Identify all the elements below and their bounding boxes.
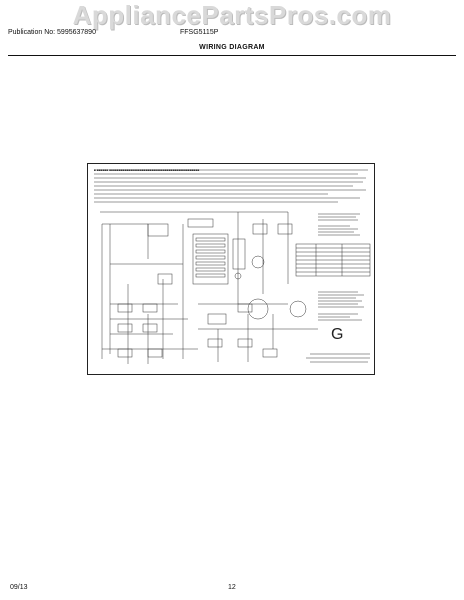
wiring-diagram-image: ■ ■■■■■■ ■■■■■■■■■■■■■■■■■■■■■■■■■■■■■■■…: [87, 163, 375, 375]
title-underline: [8, 55, 456, 56]
diagram-letter: G: [331, 326, 344, 343]
page-title: WIRING DIAGRAM: [199, 44, 265, 51]
wiring-schematic: [94, 169, 371, 364]
footer-date: 09/13: [10, 584, 28, 591]
site-watermark: AppliancePartsPros.com: [72, 0, 392, 30]
publication-number: Publication No: 5995637890: [8, 29, 96, 36]
model-number: FFSG5115P: [180, 29, 219, 36]
page-number: 12: [228, 584, 236, 591]
